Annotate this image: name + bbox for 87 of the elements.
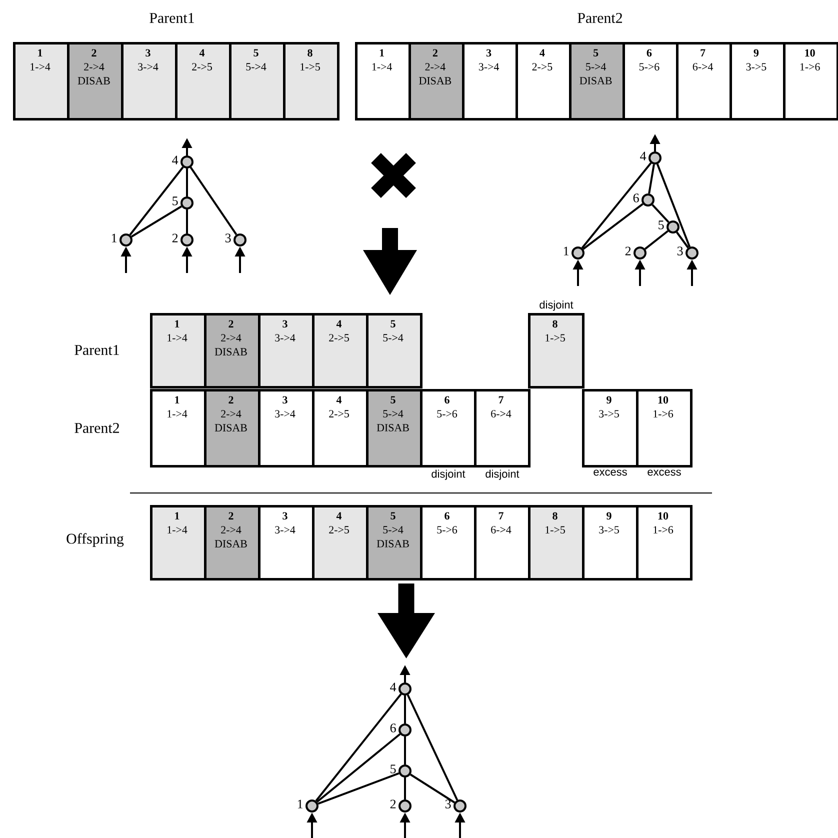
gene-box: 3 3->4 bbox=[462, 42, 518, 120]
genome-label: Parent2 bbox=[74, 422, 119, 433]
neuron-number: 2 bbox=[625, 246, 631, 256]
neuron-number: 3 bbox=[225, 234, 231, 242]
gene-box: 2 2->4 DISAB bbox=[204, 505, 260, 580]
gene-box: 10 1->6 bbox=[636, 505, 692, 580]
neuron-number: 6 bbox=[390, 724, 396, 732]
gene-box: 10 1->6 bbox=[783, 42, 838, 120]
gene-box: 1 1->4 bbox=[355, 42, 411, 120]
gene-box: 1 1->4 bbox=[150, 389, 206, 468]
gene-box: 10 1->6 bbox=[636, 389, 692, 468]
connection-line bbox=[315, 693, 402, 802]
neuron-number: 1 bbox=[564, 246, 569, 256]
neuron-number: 3 bbox=[677, 246, 683, 256]
gene-box: 4 2->5 bbox=[516, 42, 572, 120]
gene-box: 4 2->5 bbox=[175, 42, 232, 120]
connection-line bbox=[406, 694, 458, 801]
neuron-number: 4 bbox=[640, 152, 646, 160]
neuron-number: 2 bbox=[390, 800, 396, 808]
gene-box: 5 5->4 DISAB bbox=[366, 389, 422, 468]
connection-line bbox=[404, 736, 406, 764]
connection-line bbox=[656, 164, 691, 248]
genome-label: Parent2 bbox=[578, 12, 622, 23]
annotation-text: excess bbox=[594, 470, 627, 476]
annotation-text: disjoint bbox=[540, 300, 574, 311]
gene-box: 9 3->5 bbox=[582, 389, 638, 468]
connection-line bbox=[582, 203, 644, 250]
gene-box: 7 6->4 bbox=[474, 505, 530, 580]
gene-box: 4 2->5 bbox=[312, 505, 368, 580]
gene-box: 2 2->4 DISAB bbox=[204, 389, 260, 468]
connection-line bbox=[186, 168, 188, 196]
gene-box: 6 5->6 bbox=[622, 42, 678, 120]
genome-label: Parent1 bbox=[74, 345, 119, 355]
gene-box: 1 1->4 bbox=[150, 313, 206, 388]
gene-box: 5 5->4 DISAB bbox=[569, 42, 625, 120]
annotation-text: excess bbox=[648, 470, 681, 476]
neuron-number: 4 bbox=[390, 682, 396, 692]
neuron-number: 1 bbox=[112, 234, 117, 242]
gene-box: 9 3->5 bbox=[730, 42, 786, 120]
gene-box: 5 5->4 bbox=[229, 42, 286, 120]
gene-box: 5 5->4 bbox=[366, 313, 422, 388]
gene-box: 1 1->4 bbox=[150, 505, 206, 580]
gene-box: 9 3->5 bbox=[582, 505, 638, 580]
gene-box: 3 3->4 bbox=[121, 42, 178, 120]
connection-line bbox=[404, 778, 406, 800]
connection-line bbox=[186, 210, 188, 234]
gene-box: 7 6->4 bbox=[676, 42, 732, 120]
neuron-number: 5 bbox=[172, 196, 178, 206]
genome-label: Parent1 bbox=[150, 13, 194, 23]
gene-box: 8 1->5 bbox=[528, 313, 584, 388]
neuron-number: 4 bbox=[172, 156, 178, 164]
gene-box: 3 3->4 bbox=[258, 313, 314, 388]
annotation-text: disjoint bbox=[432, 470, 466, 480]
annotation-text: disjoint bbox=[486, 470, 520, 480]
gene-box: 2 2->4 DISAB bbox=[204, 313, 260, 388]
neuron-number: 6 bbox=[633, 194, 639, 202]
connection-line bbox=[410, 774, 456, 804]
gene-box: 3 3->4 bbox=[258, 389, 314, 468]
gene-box: 6 5->6 bbox=[420, 505, 476, 580]
gene-box: 5 5->4 DISAB bbox=[366, 505, 422, 580]
connection-line bbox=[652, 204, 670, 223]
gene-box: 1 1->4 bbox=[13, 42, 70, 120]
connection-line bbox=[129, 166, 184, 236]
gene-box: 3 3->4 bbox=[258, 505, 314, 580]
connection-line bbox=[190, 166, 238, 236]
gene-box: 6 5->6 bbox=[420, 389, 476, 468]
gene-box: 4 2->5 bbox=[312, 313, 368, 388]
gene-box: 4 2->5 bbox=[312, 389, 368, 468]
gene-box: 8 1->5 bbox=[528, 505, 584, 580]
neuron-number: 1 bbox=[298, 800, 303, 808]
genome-label: Offspring bbox=[66, 533, 124, 547]
connection-line bbox=[318, 772, 400, 805]
neuron-number: 2 bbox=[172, 234, 178, 242]
connection-line bbox=[644, 230, 669, 250]
neuron-number: 5 bbox=[390, 764, 396, 774]
connection-line bbox=[676, 232, 689, 248]
connection-line bbox=[581, 162, 652, 249]
connection-line bbox=[316, 733, 401, 803]
gene-box: 2 2->4 DISAB bbox=[408, 42, 464, 120]
neuron-number: 3 bbox=[445, 800, 451, 808]
connection-line bbox=[131, 206, 182, 238]
connection-line bbox=[404, 696, 406, 724]
gene-box: 2 2->4 DISAB bbox=[67, 42, 124, 120]
neuron-number: 5 bbox=[658, 220, 664, 230]
connection-line bbox=[648, 164, 655, 194]
gene-box: 8 1->5 bbox=[283, 42, 340, 120]
gene-box: 7 6->4 bbox=[474, 389, 530, 468]
